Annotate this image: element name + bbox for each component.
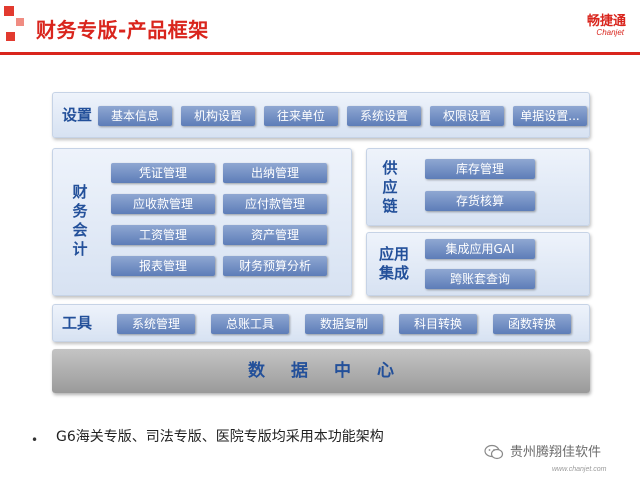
settings-item-permissions[interactable]: 权限设置 bbox=[430, 106, 504, 126]
integration-item-cross-ledger-query[interactable]: 跨账套查询 bbox=[425, 269, 535, 289]
finance-item-assets[interactable]: 资产管理 bbox=[223, 225, 327, 245]
finance-panel: 财务会计 凭证管理 出纳管理 应收款管理 应付款管理 工资管理 资产管理 报表管… bbox=[52, 148, 352, 296]
settings-label: 设置 bbox=[61, 106, 92, 124]
supply-chain-panel: 供应链 库存管理 存货核算 bbox=[366, 148, 590, 226]
finance-item-voucher[interactable]: 凭证管理 bbox=[111, 163, 215, 183]
supply-item-inventory[interactable]: 库存管理 bbox=[425, 159, 535, 179]
supply-item-stock-accounting[interactable]: 存货核算 bbox=[425, 191, 535, 211]
tools-item-data-copy[interactable]: 数据复制 bbox=[305, 314, 383, 334]
supply-chain-label: 供应链 bbox=[379, 159, 401, 216]
finance-item-payroll[interactable]: 工资管理 bbox=[111, 225, 215, 245]
supply-chain-label-text: 供应链 bbox=[382, 159, 398, 215]
settings-item-document-settings[interactable]: 单据设置... bbox=[513, 106, 587, 126]
decor-square-top bbox=[4, 6, 14, 16]
decor-square-mid bbox=[16, 18, 24, 26]
tools-item-system-management[interactable]: 系统管理 bbox=[117, 314, 195, 334]
tools-item-account-conversion[interactable]: 科目转换 bbox=[399, 314, 477, 334]
settings-item-system-settings[interactable]: 系统设置 bbox=[347, 106, 421, 126]
brand-logo-text: 畅捷通 bbox=[586, 14, 626, 29]
settings-panel: 设置 基本信息 机构设置 往来单位 系统设置 权限设置 单据设置... bbox=[52, 92, 590, 138]
integration-label-text: 应用集成 bbox=[378, 245, 409, 282]
finance-item-reports[interactable]: 报表管理 bbox=[111, 256, 215, 276]
bullet-note: G6海关专版、司法专版、医院专版均采用本功能架构 bbox=[56, 429, 384, 445]
settings-item-partners[interactable]: 往来单位 bbox=[264, 106, 338, 126]
finance-item-receivables[interactable]: 应收款管理 bbox=[111, 194, 215, 214]
integration-panel: 应用集成 集成应用GAI 跨账套查询 bbox=[366, 232, 590, 296]
finance-label-text: 财务会计 bbox=[72, 183, 88, 258]
finance-item-budget-analysis[interactable]: 财务预算分析 bbox=[223, 256, 327, 276]
integration-item-gai[interactable]: 集成应用GAI bbox=[425, 239, 535, 259]
tools-item-ledger-tools[interactable]: 总账工具 bbox=[211, 314, 289, 334]
decor-square-bottom bbox=[6, 32, 15, 41]
footer-url: www.chanjet.com bbox=[552, 466, 607, 473]
watermark-text: 贵州腾翔佳软件 bbox=[510, 445, 602, 460]
settings-item-org-settings[interactable]: 机构设置 bbox=[181, 106, 255, 126]
tools-panel: 工具 系统管理 总账工具 数据复制 科目转换 函数转换 bbox=[52, 304, 590, 342]
tools-item-function-conversion[interactable]: 函数转换 bbox=[493, 314, 571, 334]
integration-label: 应用集成 bbox=[377, 245, 411, 283]
page-title: 财务专版-产品框架 bbox=[36, 18, 209, 42]
wechat-icon bbox=[484, 444, 504, 460]
settings-item-basic-info[interactable]: 基本信息 bbox=[98, 106, 172, 126]
finance-item-cashier[interactable]: 出纳管理 bbox=[223, 163, 327, 183]
tools-label: 工具 bbox=[61, 314, 92, 332]
finance-label: 财务会计 bbox=[69, 183, 91, 259]
header-divider bbox=[0, 52, 640, 55]
finance-item-payables[interactable]: 应付款管理 bbox=[223, 194, 327, 214]
bullet-marker: • bbox=[31, 433, 39, 447]
brand-logo-subtext: Chanjet bbox=[596, 28, 624, 37]
data-center-bar: 数据中心 bbox=[52, 349, 590, 393]
